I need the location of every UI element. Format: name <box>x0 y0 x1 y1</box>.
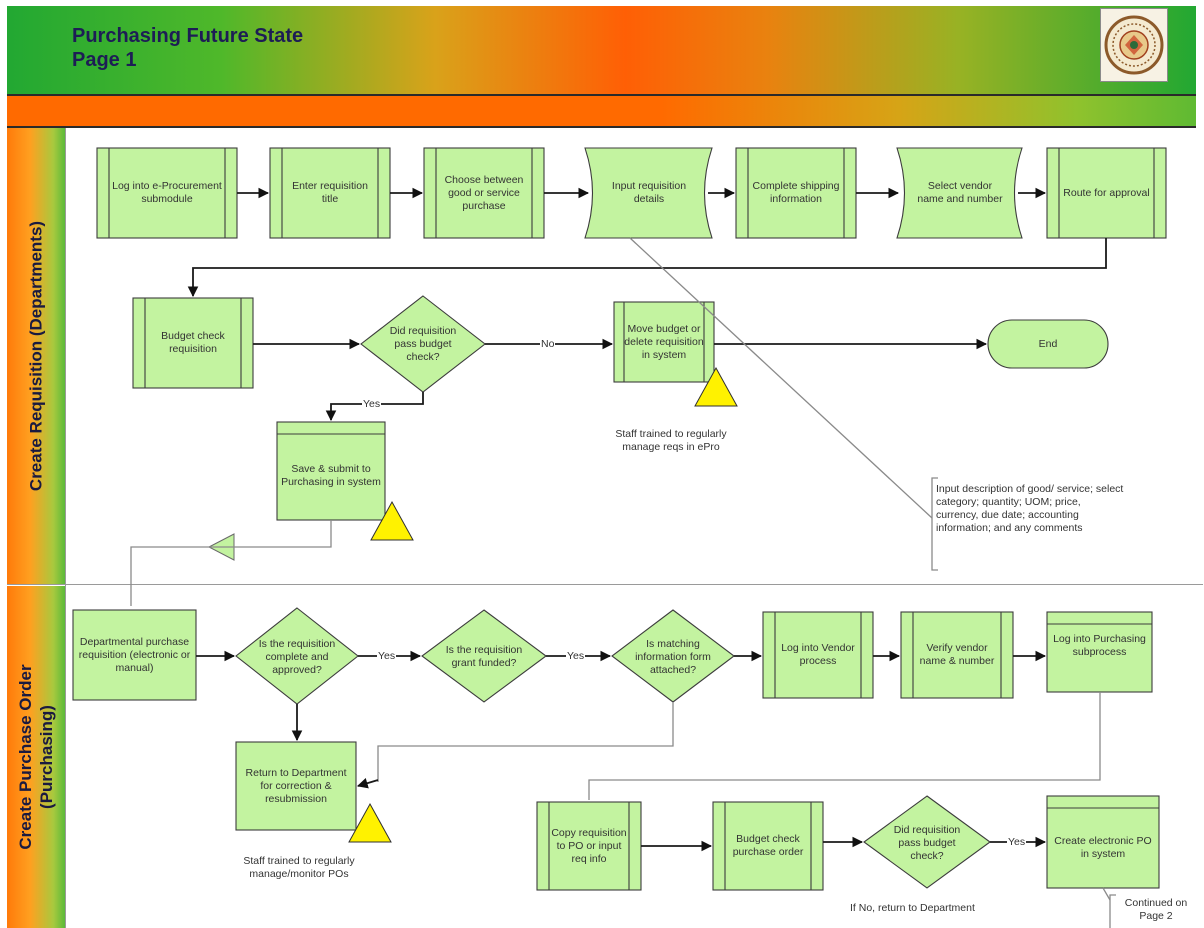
process-n7 <box>1046 147 1167 239</box>
decision-d3 <box>421 609 547 703</box>
note-staff-trained-2: Staff trained to regularly manage/monito… <box>243 855 355 880</box>
title-line-2: Page 1 <box>72 49 137 71</box>
label-n9: Move budget or delete requisition in sys… <box>624 322 704 361</box>
process-n16 <box>536 801 642 891</box>
label-d3: Is the requisition grant funded? <box>445 644 523 669</box>
terminator-end <box>987 319 1109 369</box>
label-n17: Budget check purchase order <box>732 833 804 858</box>
label-n8: Budget check requisition <box>161 330 225 355</box>
label-n6: Select vendor name and number <box>917 180 1003 205</box>
label-n10: Save & submit to Purchasing in system <box>281 463 381 488</box>
process-n12 <box>762 611 874 699</box>
page-title: Purchasing Future State Page 1 <box>72 24 303 72</box>
risk-triangle-3 <box>348 802 392 843</box>
label-d5: Did requisition pass budget check? <box>893 823 961 862</box>
note-continued: Continued on Page 2 <box>1124 897 1188 922</box>
process-n5 <box>735 147 857 239</box>
document-n11 <box>72 609 197 701</box>
seal-logo <box>1100 8 1168 82</box>
edge-label-yes-1: Yes <box>362 398 382 410</box>
label-n18: Create electronic PO in system <box>1054 835 1152 860</box>
edge-n7-n8 <box>187 238 1107 298</box>
lane-label-requisition: Create Requisition (Departments) <box>7 128 65 584</box>
label-n5: Complete shipping information <box>752 180 840 205</box>
lane-label-purchase-order: Create Purchase Order (Purchasing) <box>7 586 65 928</box>
edge-label-yes-2: Yes <box>377 650 397 662</box>
annotation-bracket-continued <box>1109 894 1116 928</box>
label-d2: Is the requisition complete and approved… <box>258 637 336 676</box>
label-n14: Log into Purchasing subprocess <box>1053 633 1146 658</box>
label-n4: Input requisition details <box>611 180 687 205</box>
label-n7: Route for approval <box>1063 186 1150 199</box>
process-n10 <box>276 421 386 521</box>
label-d1: Did requisition pass budget check? <box>389 324 457 363</box>
edge-d4-n15-arrow <box>356 778 379 789</box>
edge-d4-n15 <box>377 702 674 782</box>
note-if-no: If No, return to Department <box>850 902 975 914</box>
label-n11: Departmental purchase requisition (elect… <box>78 635 191 674</box>
process-n2 <box>269 147 391 239</box>
process-n3 <box>423 147 545 239</box>
label-end: End <box>1038 337 1058 350</box>
risk-triangle-1 <box>694 366 738 407</box>
edge-label-yes-4: Yes <box>1007 836 1027 848</box>
label-n13: Verify vendor name & number <box>919 642 995 667</box>
label-n15: Return to Department for correction & re… <box>245 766 347 805</box>
edge-label-yes-3: Yes <box>566 650 586 662</box>
process-n9 <box>613 301 715 383</box>
header-band <box>7 96 1196 128</box>
process-n18 <box>1046 795 1160 889</box>
edge-label-no: No <box>540 338 556 350</box>
edge-n14-n16 <box>588 692 1101 800</box>
process-n17 <box>712 801 824 891</box>
edge-n10-offpage <box>130 520 332 606</box>
label-n16: Copy requisition to PO or input req info <box>551 826 627 865</box>
label-n12: Log into Vendor process <box>781 642 855 667</box>
lane-edge <box>65 128 66 928</box>
process-n8 <box>132 297 254 389</box>
title-line-1: Purchasing Future State <box>72 25 304 47</box>
process-n13 <box>900 611 1014 699</box>
risk-triangle-2 <box>370 500 414 541</box>
process-n15 <box>235 741 357 831</box>
data-input-n6 <box>896 147 1023 239</box>
process-n1 <box>96 147 238 239</box>
lane-divider <box>7 584 1203 585</box>
seal-icon <box>1104 15 1164 75</box>
data-input-n4 <box>584 147 713 239</box>
process-n14 <box>1046 611 1153 693</box>
label-n3: Choose between good or service purchase <box>444 173 524 212</box>
note-requisition-details: Input description of good/ service; sele… <box>936 483 1124 534</box>
annotation-bracket-details <box>931 477 938 571</box>
note-staff-trained-1: Staff trained to regularly manage reqs i… <box>615 428 727 453</box>
decision-d5 <box>863 795 991 889</box>
label-n1: Log into e-Procurement submodule <box>112 180 222 205</box>
header-banner <box>7 6 1196 96</box>
label-n2: Enter requisition title <box>292 180 368 205</box>
annotation-line-continued <box>1102 887 1111 901</box>
label-d4: Is matching information form attached? <box>635 637 711 676</box>
annotation-line-details <box>629 237 933 519</box>
